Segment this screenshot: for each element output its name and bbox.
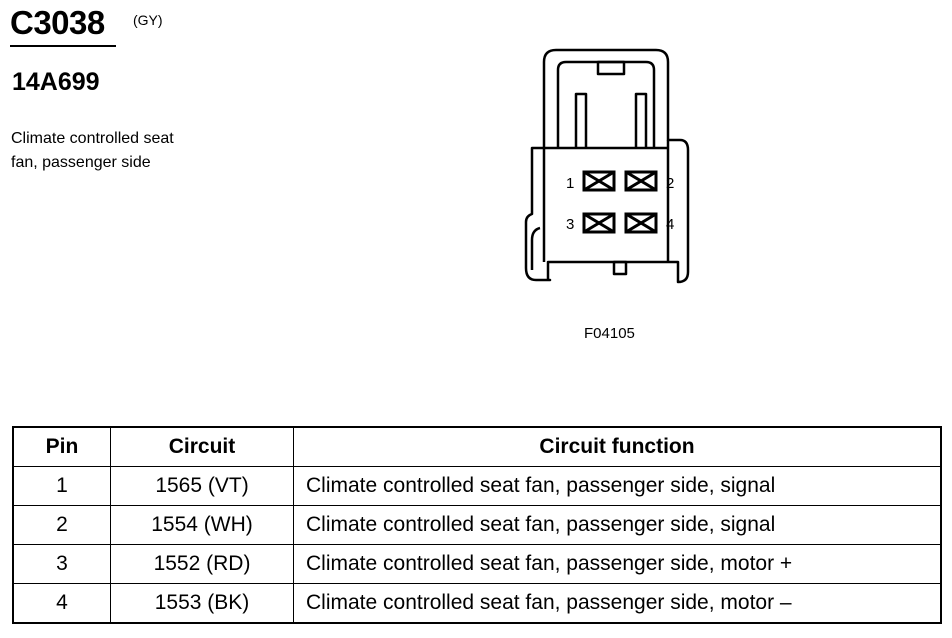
- pin-label-2: 2: [666, 175, 674, 192]
- connector-inner-face: [542, 140, 670, 262]
- row-circuit: 1553 (BK): [110, 583, 294, 624]
- pin-label-1: 1: [566, 175, 574, 192]
- row-circuit: 1554 (WH): [110, 505, 294, 545]
- header-circuit-function: Circuit function: [293, 426, 942, 467]
- table-row: 3 1552 (RD) Climate controlled seat fan,…: [12, 544, 942, 584]
- row-circuit: 1552 (RD): [110, 544, 294, 584]
- pin-cavity-3: [582, 212, 616, 234]
- pin-cavity-4: [624, 212, 658, 234]
- header-circuit: Circuit: [110, 426, 294, 467]
- pin-table: Pin Circuit Circuit function 1 1565 (VT)…: [12, 426, 942, 624]
- row-function: Climate controlled seat fan, passenger s…: [293, 466, 942, 506]
- row-function: Climate controlled seat fan, passenger s…: [293, 583, 942, 624]
- row-function: Climate controlled seat fan, passenger s…: [293, 544, 942, 584]
- connector-color: (GY): [133, 12, 163, 28]
- connector-description: Climate controlled seat fan, passenger s…: [11, 130, 174, 171]
- pin-label-4: 4: [666, 216, 674, 233]
- pin-cavity-1: [582, 170, 616, 192]
- row-pin: 3: [12, 544, 111, 584]
- title-underline: [10, 45, 116, 47]
- pin-label-3: 3: [566, 216, 574, 233]
- connector-face-diagram: 1 2 3 4: [524, 48, 690, 284]
- row-pin: 4: [12, 583, 111, 624]
- connector-right-rail: [634, 92, 648, 148]
- part-number: 14A699: [12, 68, 100, 96]
- row-function: Climate controlled seat fan, passenger s…: [293, 505, 942, 545]
- table-header-row: Pin Circuit Circuit function: [12, 426, 942, 467]
- table-row: 2 1554 (WH) Climate controlled seat fan,…: [12, 505, 942, 545]
- connector-id: C3038: [10, 4, 105, 41]
- connector-latch-tab: [596, 60, 626, 76]
- row-pin: 1: [12, 466, 111, 506]
- row-pin: 2: [12, 505, 111, 545]
- connector-outer-shell: [524, 48, 690, 284]
- table-row: 1 1565 (VT) Climate controlled seat fan,…: [12, 466, 942, 506]
- connector-left-rail: [574, 92, 588, 148]
- pin-cavity-2: [624, 170, 658, 192]
- header-pin: Pin: [12, 426, 111, 467]
- table-row: 4 1553 (BK) Climate controlled seat fan,…: [12, 583, 942, 624]
- row-circuit: 1565 (VT): [110, 466, 294, 506]
- figure-id: F04105: [584, 325, 635, 342]
- connector-side-detail: [530, 226, 541, 270]
- connector-bottom-key: [612, 260, 628, 276]
